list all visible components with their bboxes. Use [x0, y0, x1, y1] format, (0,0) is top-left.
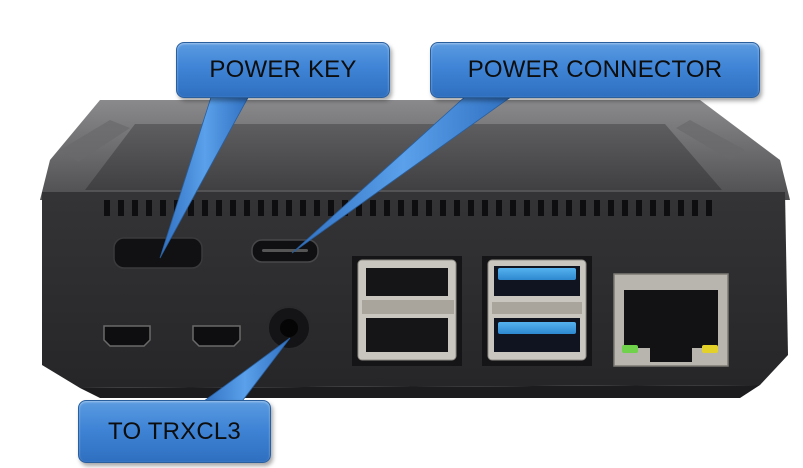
callout-power-key: POWER KEY [176, 42, 390, 98]
power-key-button [113, 237, 203, 269]
vent-grille [104, 200, 712, 216]
usb2-dual-port [352, 256, 462, 366]
audio-jack [267, 306, 311, 350]
callout-label: POWER KEY [209, 56, 357, 83]
ethernet-port [613, 273, 729, 367]
callout-power-connector: POWER CONNECTOR [430, 42, 760, 98]
callout-label: TO TRXCL3 [108, 417, 241, 445]
micro-hdmi-port-0 [103, 325, 151, 347]
usb3-dual-port [482, 256, 592, 366]
callout-label: POWER CONNECTOR [467, 56, 723, 83]
micro-hdmi-port-1 [192, 325, 241, 347]
callout-to-trxcl3: TO TRXCL3 [78, 400, 271, 463]
